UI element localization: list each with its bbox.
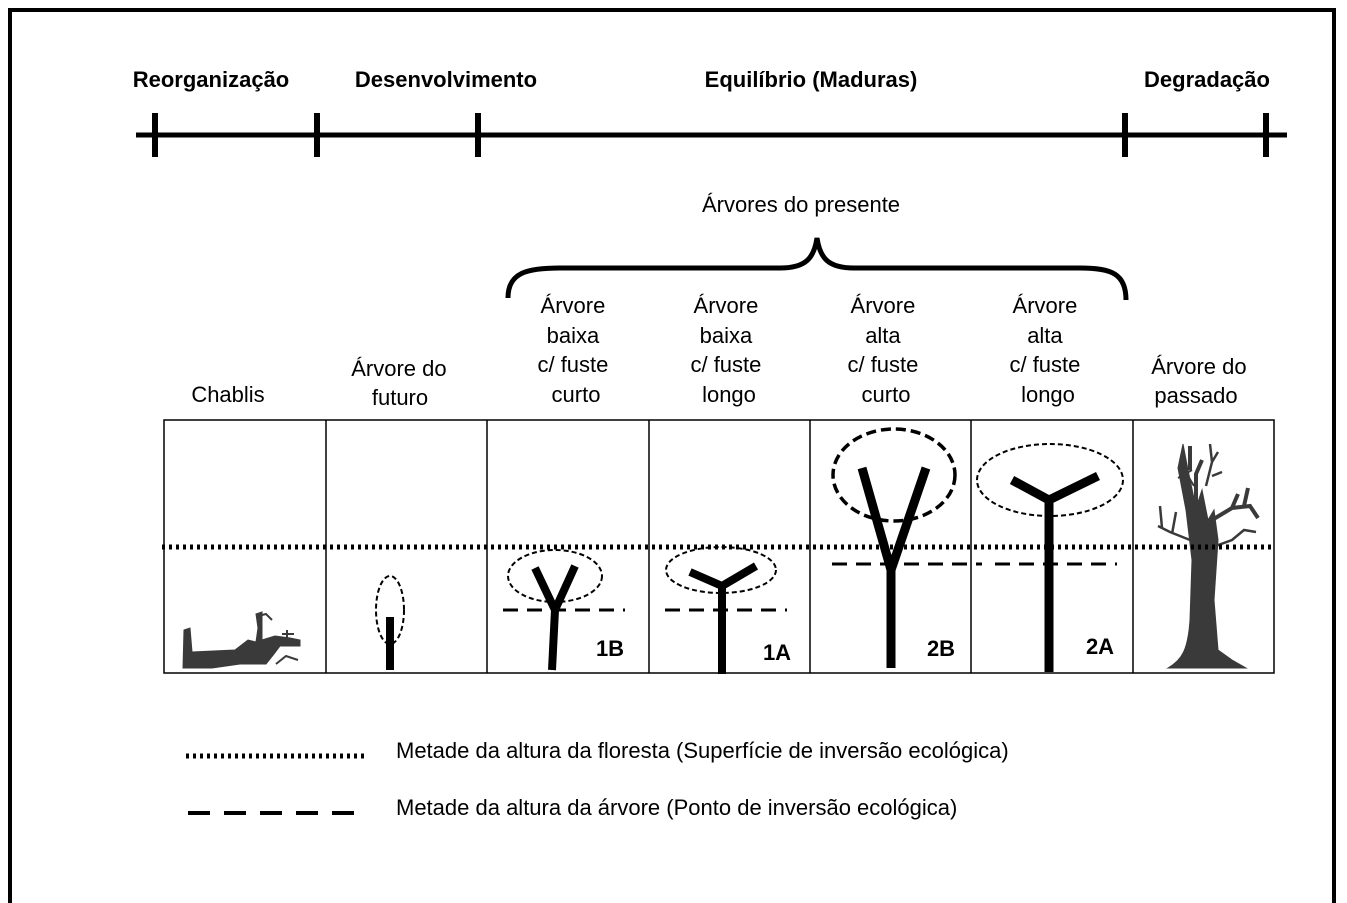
legend-dotted-label: Metade da altura da floresta (Superfície… <box>396 738 1009 763</box>
column-label-arvore-passado: Árvore do passado <box>1151 354 1253 408</box>
tree-code-2b: 2B <box>927 636 955 661</box>
tree-code-2a: 2A <box>1086 634 1114 659</box>
tree-code-1b: 1B <box>596 636 624 661</box>
column-label-2a: Árvore alta c/ fuste longo <box>1009 293 1086 407</box>
column-label-chablis: Chablis <box>191 382 264 407</box>
timeline: Reorganização Desenvolvimento Equilíbrio… <box>133 67 1287 157</box>
phase-equilibrio: Equilíbrio (Maduras) <box>705 67 918 92</box>
brace-label: Árvores do presente <box>702 192 900 217</box>
chablis-fallen-tree-icon <box>182 611 301 669</box>
phase-desenvolvimento: Desenvolvimento <box>355 67 537 92</box>
tree-2b-icon: 2B <box>831 427 982 668</box>
column-label-2b: Árvore alta c/ fuste curto <box>847 293 924 407</box>
column-label-1b: Árvore baixa c/ fuste curto <box>537 293 614 407</box>
column-label-1a: Árvore baixa c/ fuste longo <box>690 293 767 407</box>
figure-frame <box>8 8 1336 903</box>
curly-brace <box>505 237 1129 301</box>
column-label-arvore-futuro: Árvore do futuro <box>351 356 453 410</box>
future-tree-icon <box>375 575 405 670</box>
tree-code-1a: 1A <box>763 640 791 665</box>
tree-1b-icon: 1B <box>503 549 625 671</box>
legend: Metade da altura da floresta (Superfície… <box>186 738 1009 820</box>
phase-degradacao: Degradação <box>1144 67 1270 92</box>
phase-reorganizacao: Reorganização <box>133 67 290 92</box>
tree-1a-icon: 1A <box>665 546 791 674</box>
past-dead-tree-icon <box>1157 443 1260 669</box>
legend-dashed-label: Metade da altura da árvore (Ponto de inv… <box>396 795 957 820</box>
column-labels: Chablis Árvore do futuro Árvore baixa c/… <box>191 293 1253 410</box>
tree-2a-icon: 2A <box>976 443 1124 672</box>
